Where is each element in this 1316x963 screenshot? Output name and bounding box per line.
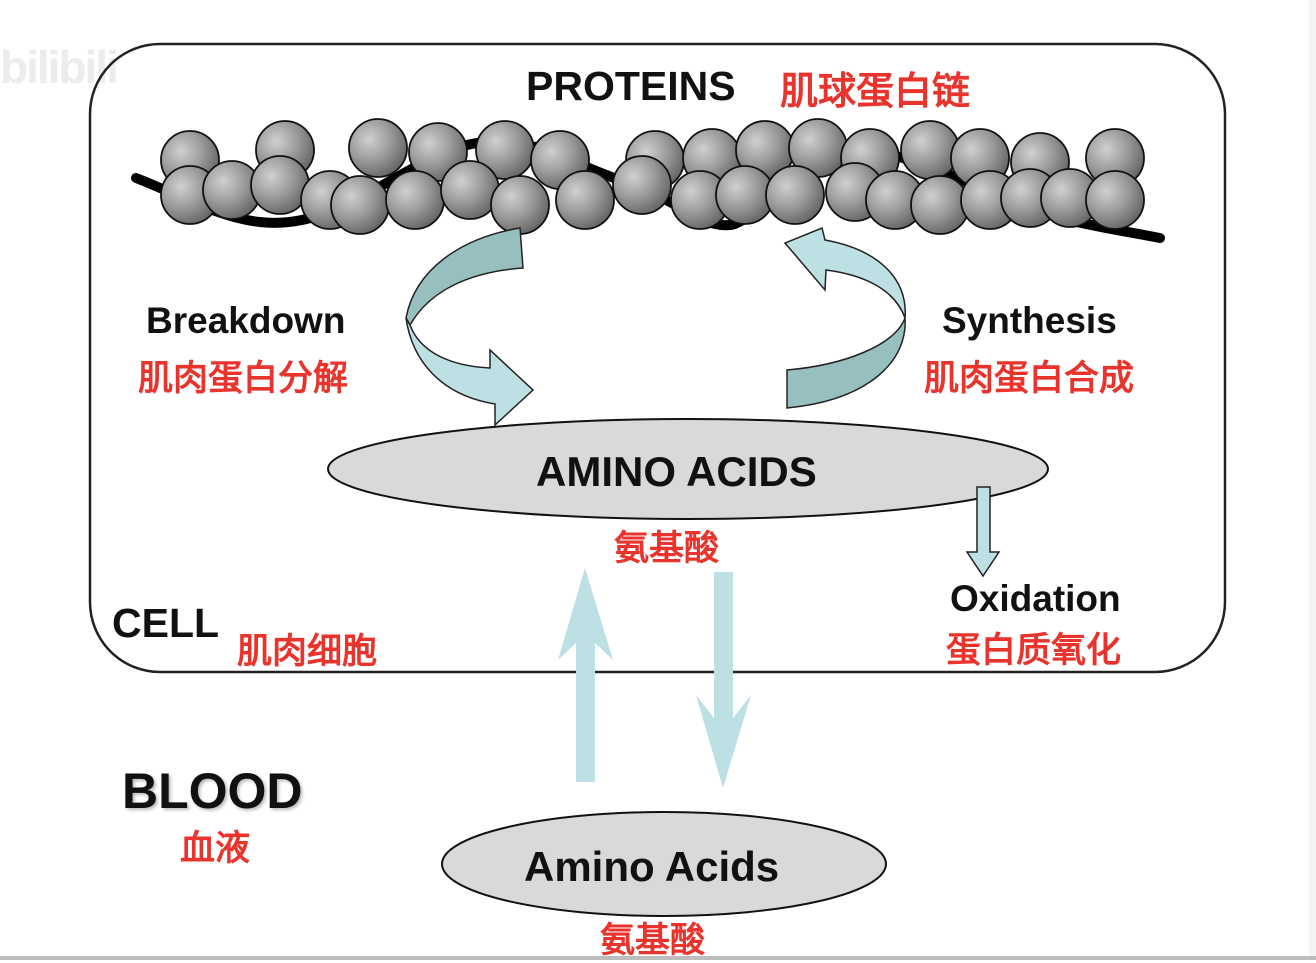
oxidation-arrow [965, 486, 1001, 578]
cell-boundary [88, 42, 1227, 674]
oxidation-label-zh: 蛋白质氧化 [946, 631, 1122, 671]
protein-sphere [330, 175, 390, 235]
breakdown-label: Breakdown [146, 300, 346, 341]
bilibili-watermark: bilibili [0, 41, 119, 93]
synthesis-label-zh: 肌肉蛋白合成 [924, 359, 1135, 399]
proteins-label: PROTEINS [526, 63, 736, 109]
protein-sphere [440, 160, 500, 220]
protein-sphere [348, 118, 408, 178]
cell-amino-acids-ellipse [327, 418, 1049, 520]
protein-filament [131, 118, 1165, 243]
blood-amino-acids-label: Amino Acids [524, 843, 780, 890]
proteins-label-zh: 肌球蛋白链 [780, 69, 971, 113]
cell-amino-acids-label-zh: 氨基酸 [614, 529, 720, 569]
blood-amino-acids-label-zh: 氨基酸 [600, 921, 706, 961]
synthesis-arrow [783, 226, 906, 409]
protein-sphere [490, 175, 550, 235]
breakdown-label-zh: 肌肉蛋白分解 [138, 359, 349, 399]
protein-sphere [900, 120, 960, 180]
cell-label-zh: 肌肉细胞 [237, 632, 378, 672]
protein-sphere [765, 165, 825, 225]
protein-sphere [250, 155, 310, 215]
cell-amino-acids-label: AMINO ACIDS [536, 448, 817, 495]
breakdown-arrow-front [405, 317, 535, 427]
blood-amino-acids-ellipse [441, 811, 887, 917]
breakdown-arrow [405, 227, 535, 427]
protein-sphere [910, 175, 970, 235]
release-arrow-down [696, 572, 751, 788]
uptake-arrow-up [558, 568, 613, 782]
protein-sphere [385, 170, 445, 230]
synthesis-arrow-back [786, 317, 906, 409]
cell-label: CELL [112, 600, 220, 646]
protein-sphere [1085, 170, 1145, 230]
blood-label: BLOOD [122, 763, 303, 819]
oxidation-label: Oxidation [950, 578, 1121, 619]
protein-sphere [612, 155, 672, 215]
frame-edge-right [1309, 0, 1316, 960]
synthesis-label: Synthesis [942, 300, 1117, 341]
frame-edge-bottom [0, 956, 1316, 960]
synthesis-arrow-front [783, 226, 906, 319]
protein-sphere [555, 170, 615, 230]
blood-label-zh: 血液 [180, 829, 251, 869]
breakdown-arrow-back [405, 227, 524, 327]
